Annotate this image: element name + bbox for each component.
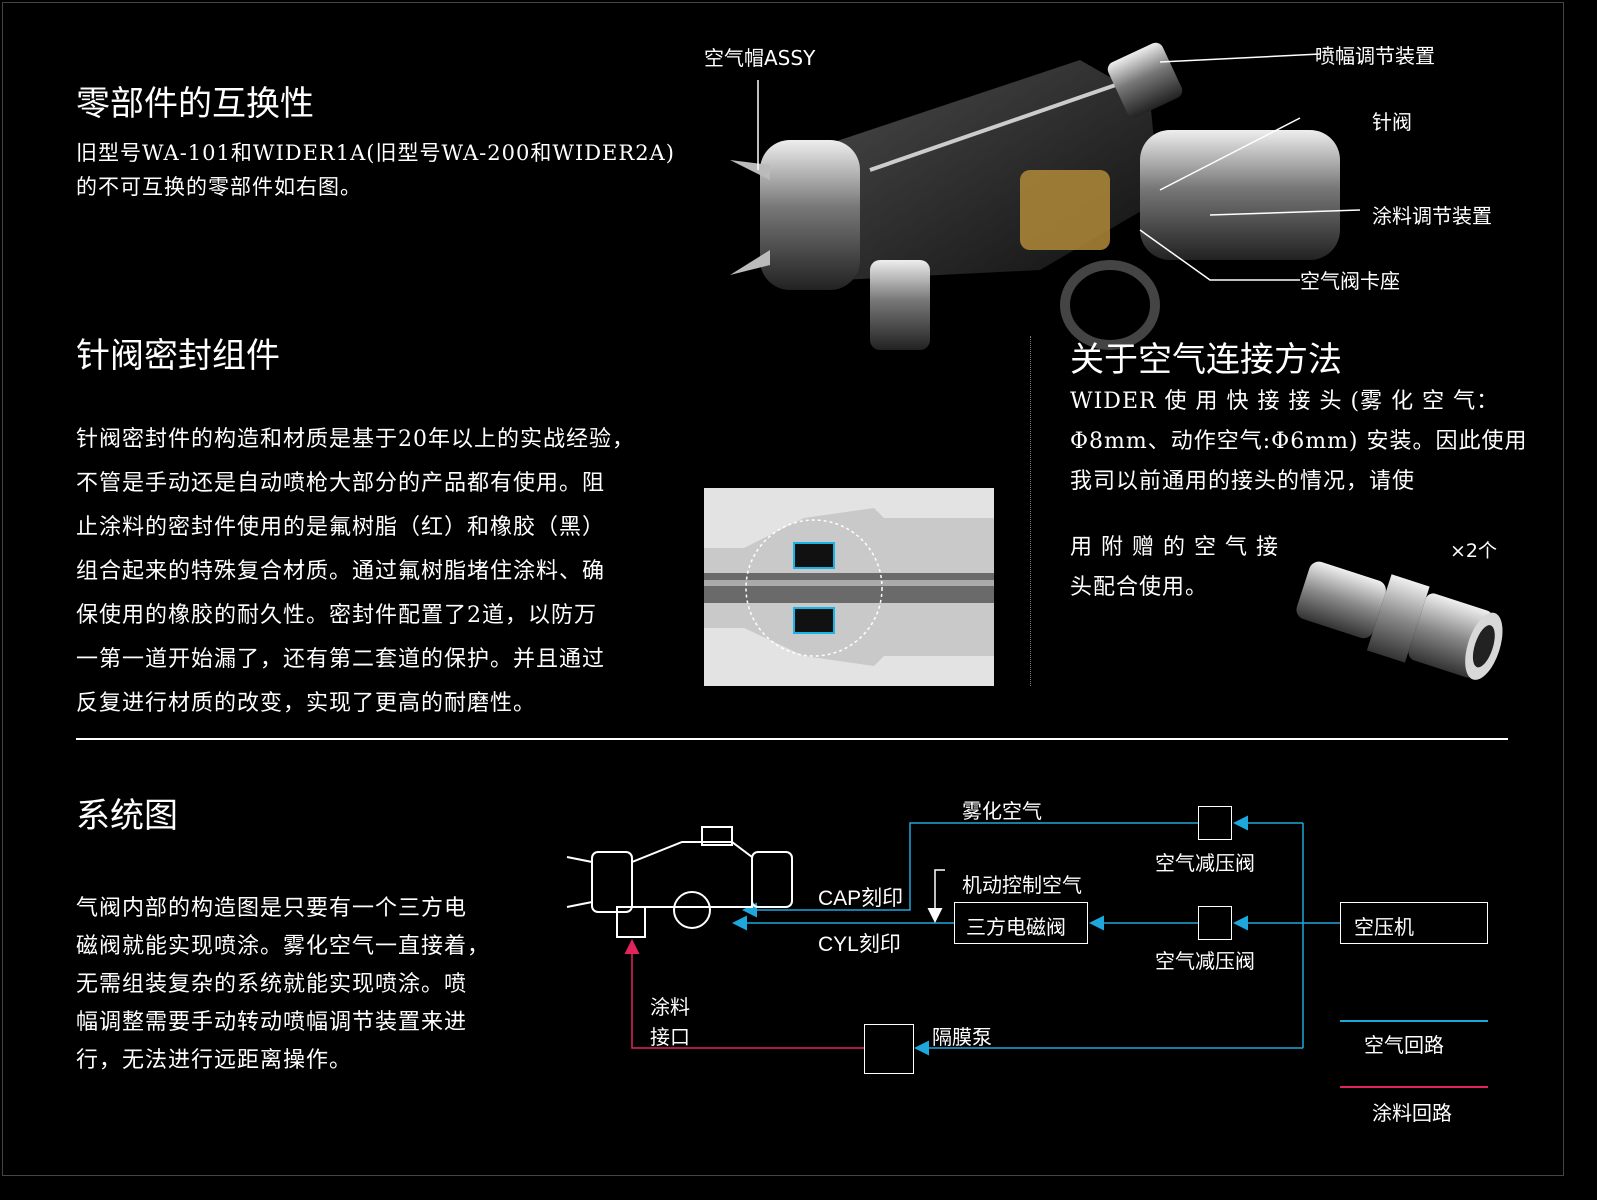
- desc-line: 止涂料的密封件使用的是氟树脂（红）和橡胶（黑）: [76, 515, 606, 540]
- label-pilot-air: 机动控制空气: [962, 873, 1082, 897]
- desc-line: Φ8mm、动作空气:Φ6mm) 安装。因此使用: [1070, 429, 1528, 454]
- regulator-top-box: [1198, 806, 1232, 840]
- air-connection-desc: WIDER 使 用 快 接 接 头 (雾 化 空 气： Φ8mm、动作空气:Φ6…: [1070, 382, 1528, 502]
- section-title-needle-seal: 针阀密封组件: [76, 336, 280, 376]
- callout-needle: 针阀: [1372, 110, 1412, 134]
- callout-pattern-adjust: 喷幅调节装置: [1315, 44, 1435, 68]
- solenoid-valve-box: [954, 902, 1088, 944]
- pump-box: [864, 1024, 914, 1074]
- section-title-interchangeability: 零部件的互换性: [76, 84, 314, 124]
- desc-line: 保使用的橡胶的耐久性。密封件配置了2道，以防万: [76, 603, 597, 628]
- callout-air-valve-seat: 空气阀卡座: [1300, 269, 1400, 293]
- label-regulator-top: 空气减压阀: [1155, 851, 1255, 875]
- label-cap-mark: CAP刻印: [818, 887, 904, 910]
- desc-line: 的不可互换的零部件如右图。: [76, 175, 362, 199]
- desc-line: 组合起来的特殊复合材质。通过氟树脂堵住涂料、确: [76, 559, 606, 584]
- legend-air-circuit: 空气回路: [1364, 1033, 1444, 1057]
- section-title-air-connection: 关于空气连接方法: [1070, 340, 1342, 380]
- fitting-quantity: ×2个: [1450, 540, 1498, 562]
- vertical-divider: [1030, 336, 1031, 686]
- desc-line: 行，无法进行远距离操作。: [76, 1048, 353, 1073]
- label-compressor: 空压机: [1354, 915, 1414, 939]
- desc-line: 气阀内部的构造图是只要有一个三方电: [76, 896, 468, 921]
- regulator-mid-box: [1198, 906, 1232, 940]
- section-separator: [76, 738, 1508, 740]
- system-desc: 气阀内部的构造图是只要有一个三方电 磁阀就能实现喷涂。雾化空气一直接着， 无需组…: [76, 890, 546, 1080]
- label-regulator-mid: 空气减压阀: [1155, 949, 1255, 973]
- desc-line: WIDER 使 用 快 接 接 头 (雾 化 空 气：: [1070, 389, 1500, 414]
- desc-line: 旧型号WA-101和WIDER1A(旧型号WA-200和WIDER2A): [76, 141, 675, 165]
- desc-line: 不管是手动还是自动喷枪大部分的产品都有使用。阻: [76, 471, 606, 496]
- label-atomizing-air: 雾化空气: [962, 799, 1042, 823]
- label-fluid-inlet-1: 涂料: [650, 995, 690, 1019]
- interchangeability-desc: 旧型号WA-101和WIDER1A(旧型号WA-200和WIDER2A) 的不可…: [76, 136, 675, 204]
- section-title-system-diagram: 系统图: [76, 796, 178, 836]
- desc-line: 磁阀就能实现喷涂。雾化空气一直接着，: [76, 934, 491, 959]
- label-fluid-inlet-2: 接口: [650, 1025, 690, 1049]
- label-pump: 隔膜泵: [932, 1025, 992, 1049]
- desc-line: 一第一道开始漏了，还有第二套道的保护。并且通过: [76, 647, 606, 672]
- callout-lines: [757, 53, 1360, 281]
- label-cyl-mark: CYL刻印: [818, 933, 901, 956]
- seal-cross-section-image: [704, 488, 994, 686]
- needle-seal-desc: 针阀密封件的构造和材质是基于20年以上的实战经验， 不管是手动还是自动喷枪大部分…: [76, 418, 716, 726]
- air-fitting-image: [1296, 561, 1503, 680]
- legend-fluid-circuit: 涂料回路: [1372, 1101, 1452, 1125]
- compressor-box: [1340, 902, 1488, 944]
- automatic-gun-drawing: [566, 826, 793, 938]
- desc-line: 用 附 赠 的 空 气 接: [1070, 535, 1279, 560]
- page-frame: [2, 2, 1564, 1176]
- desc-line: 反复进行材质的改变，实现了更高的耐磨性。: [76, 691, 537, 716]
- desc-line: 头配合使用。: [1070, 575, 1209, 600]
- desc-line: 无需组装复杂的系统就能实现喷涂。喷: [76, 972, 468, 997]
- callout-air-cap: 空气帽ASSY: [704, 46, 816, 70]
- desc-line: 针阀密封件的构造和材质是基于20年以上的实战经验，: [76, 427, 635, 452]
- air-connection-desc-2: 用 附 赠 的 空 气 接 头配合使用。: [1070, 528, 1279, 608]
- label-solenoid: 三方电磁阀: [966, 915, 1066, 939]
- callout-fluid-adjust: 涂料调节装置: [1372, 204, 1492, 228]
- desc-line: 幅调整需要手动转动喷幅调节装置来进: [76, 1010, 468, 1035]
- desc-line: 我司以前通用的接头的情况，请使: [1070, 469, 1416, 494]
